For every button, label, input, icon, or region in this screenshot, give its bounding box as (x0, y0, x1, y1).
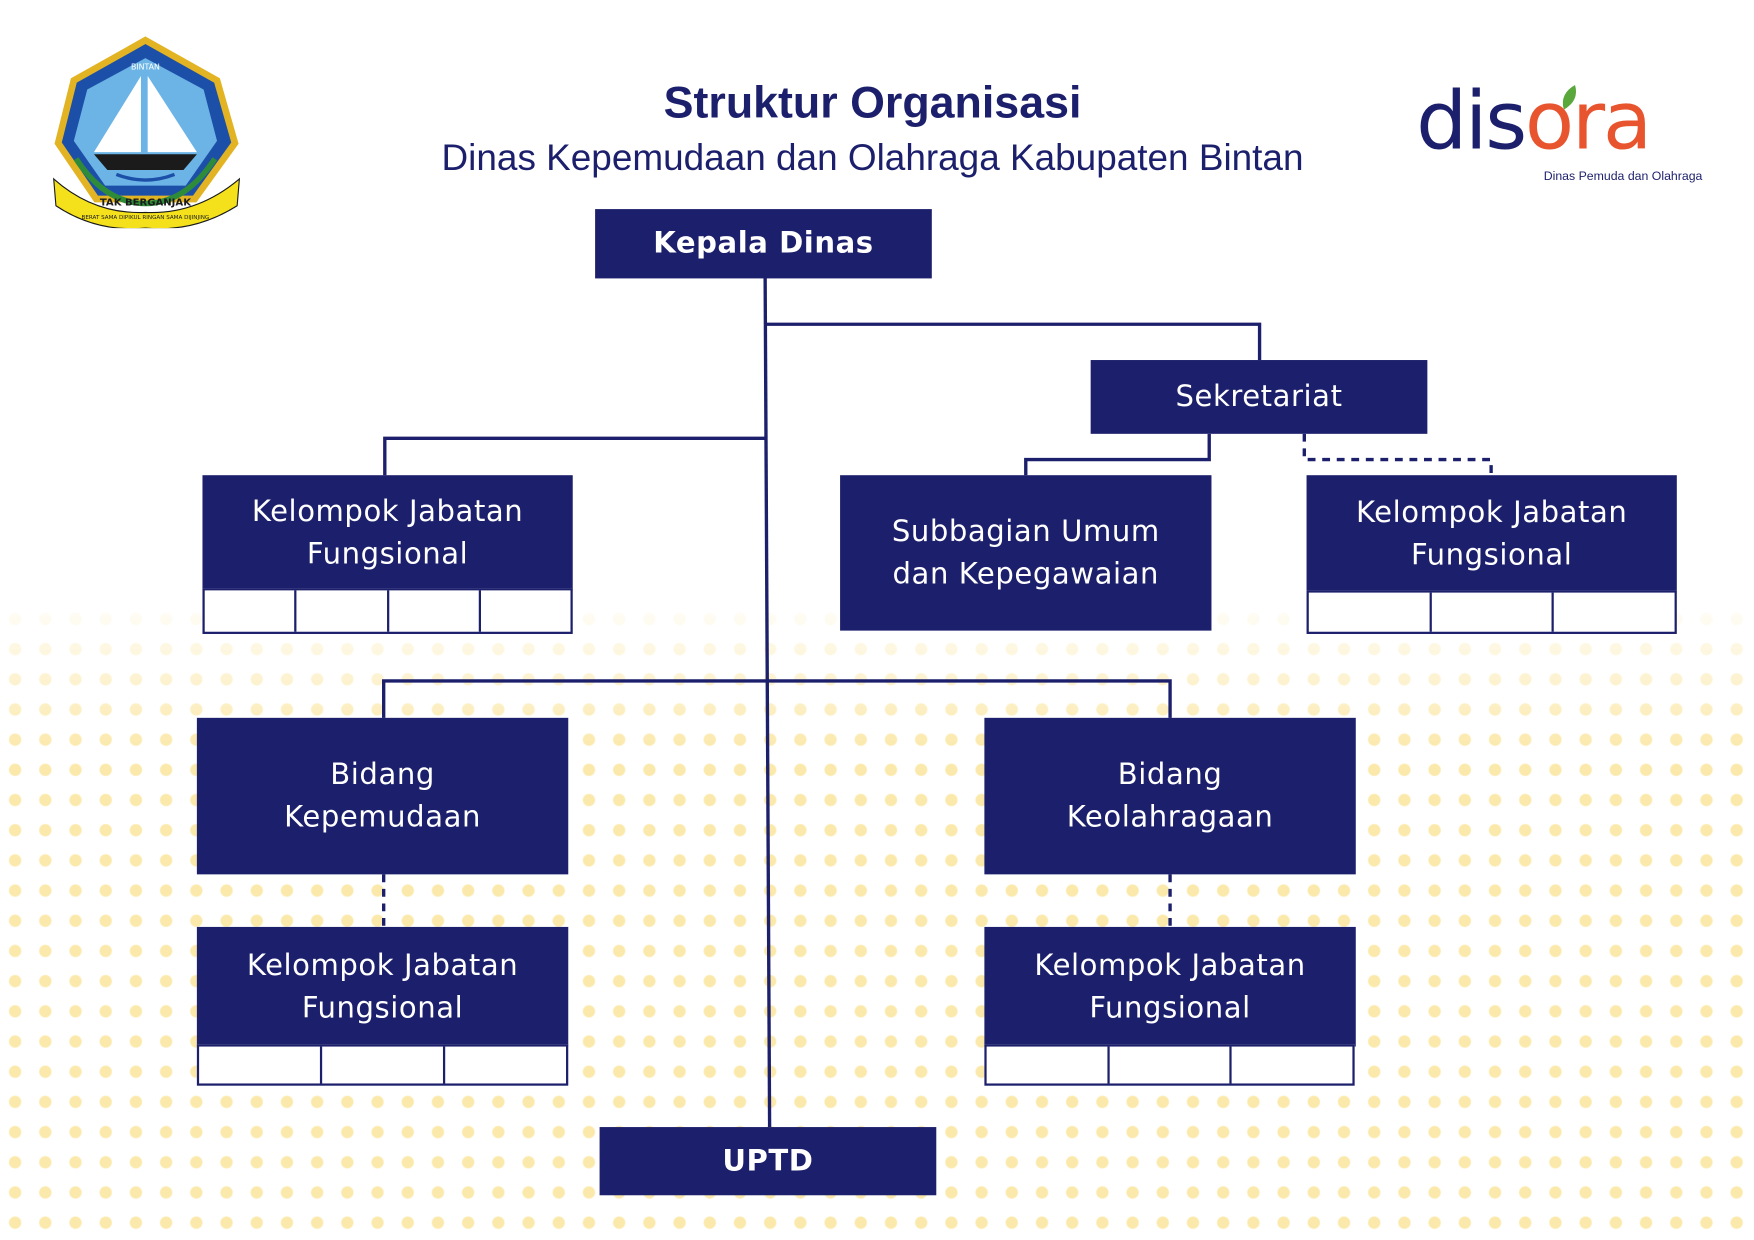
kjf-slot (322, 1046, 446, 1084)
leaf-icon (1562, 84, 1577, 110)
emblem-banner-text: TAK BERGANJAK (100, 198, 192, 209)
kjf-slot (1554, 593, 1674, 632)
line-to-bidang (382, 679, 1172, 718)
dashed-line-to-kjf-top-right (1302, 433, 1493, 476)
bidang-kepemudaan-line1: Bidang (330, 758, 435, 792)
uptd-box: UPTD (599, 1127, 937, 1196)
kjf-top-right-slots (1306, 590, 1677, 634)
subbagian-line2: dan Kepegawaian (892, 557, 1159, 591)
kjf-slot (481, 590, 571, 631)
kjf-slot (445, 1047, 566, 1084)
kjf-slot (297, 590, 389, 632)
kepala-dinas-box: Kepala Dinas (595, 209, 932, 279)
bidang-keolahragaan-line1: Bidang (1117, 758, 1223, 792)
kjf-slot (1232, 1047, 1352, 1084)
kjf-bottom-right-slots (984, 1044, 1355, 1086)
kjf-bottom-right-box: Kelompok Jabatan Fungsional (984, 926, 1356, 1047)
kjf-slot (1109, 1046, 1232, 1084)
bidang-keolahragaan-box: Bidang Keolahragaan (984, 717, 1356, 875)
kjf-bottom-left-box: Kelompok Jabatan Fungsional (196, 926, 569, 1047)
page-title: Struktur Organisasi (663, 78, 1082, 128)
kjf-slot (987, 1046, 1110, 1084)
kjf-slot (1309, 592, 1432, 632)
main-trunk-line (763, 277, 772, 1128)
kjf-slot (389, 590, 481, 632)
sekretariat-box: Sekretariat (1090, 360, 1428, 434)
dispora-logo: disora (1416, 81, 1652, 162)
logo-wordmark-left: dis (1416, 73, 1527, 168)
kjf-top-left-line1: Kelompok Jabatan (251, 494, 524, 529)
kjf-slot (199, 1046, 323, 1084)
bidang-kepemudaan-line2: Kepemudaan (284, 800, 481, 835)
kjf-slot (1431, 592, 1555, 632)
kjf-top-left-line2: Fungsional (306, 537, 469, 571)
kjf-bottom-left-line2: Fungsional (301, 991, 464, 1025)
kjf-top-right-line2: Fungsional (1410, 538, 1573, 572)
bidang-kepemudaan-box: Bidang Kepemudaan (196, 717, 569, 875)
kjf-bottom-right-line2: Fungsional (1089, 991, 1251, 1025)
bidang-keolahragaan-line2: Keolahragaan (1066, 800, 1274, 835)
kjf-bottom-right-line1: Kelompok Jabatan (1034, 948, 1306, 983)
kjf-bottom-left-slots (196, 1044, 569, 1086)
line-to-subbagian (1024, 433, 1211, 476)
sekretariat-label: Sekretariat (1175, 380, 1343, 414)
subbagian-line1: Subbagian Umum (891, 514, 1160, 549)
line-to-sekretariat (766, 322, 1262, 361)
kjf-top-left-slots (202, 588, 573, 634)
logo-tagline: Dinas Pemuda dan Olahraga (1543, 169, 1703, 184)
kjf-slot (205, 590, 297, 632)
page-subtitle: Dinas Kepemudaan dan Olahraga Kabupaten … (441, 136, 1304, 178)
kjf-bottom-left-line1: Kelompok Jabatan (246, 948, 519, 983)
kepala-dinas-label: Kepala Dinas (653, 226, 874, 261)
kjf-top-right-line1: Kelompok Jabatan (1355, 495, 1628, 530)
logo-wordmark-right: ora (1524, 73, 1652, 168)
kjf-top-left-box: Kelompok Jabatan Fungsional (202, 475, 573, 591)
emblem-motto: BERAT SAMA DIPIKUL RINGAN SAMA DIJINJING (82, 215, 210, 221)
subbagian-box: Subbagian Umum dan Kepegawaian (840, 475, 1212, 631)
kjf-top-right-box: Kelompok Jabatan Fungsional (1306, 475, 1677, 593)
line-to-kjf-top-left (383, 436, 766, 476)
emblem-top-text: BINTAN (131, 62, 160, 71)
bintan-emblem: BINTAN TAK BERGANJAK BERAT SAMA DIPIKUL … (53, 36, 241, 229)
uptd-label: UPTD (722, 1144, 814, 1178)
